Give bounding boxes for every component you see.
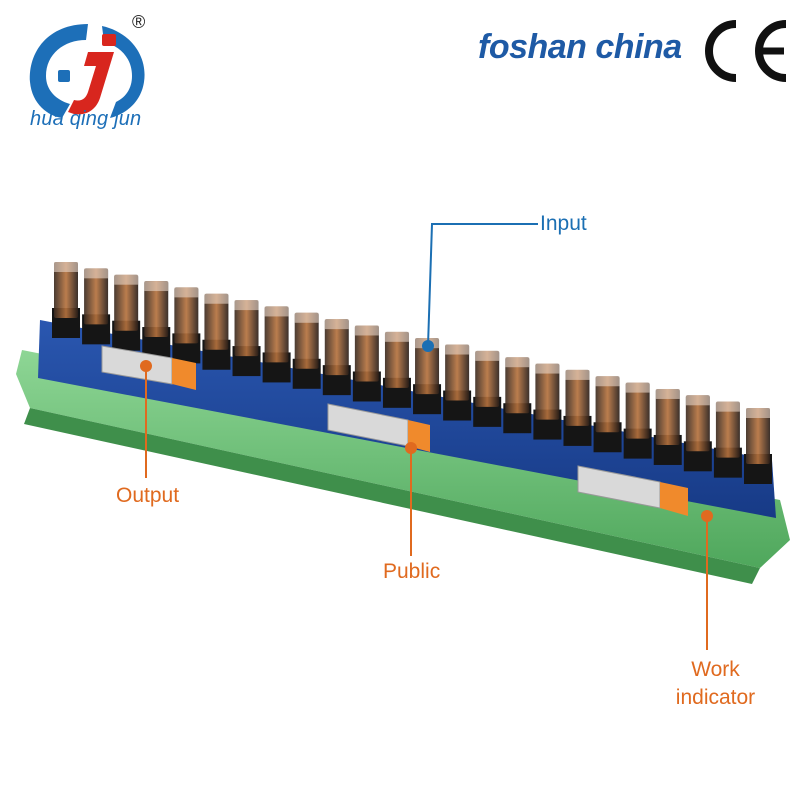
callout-public-label: Public <box>383 560 441 583</box>
relay <box>593 376 622 453</box>
callout-work-label: Work indicator <box>668 656 763 712</box>
logo-j-red <box>68 52 114 115</box>
logo-dot-red <box>102 34 116 46</box>
relay <box>653 388 682 465</box>
relay <box>112 274 141 351</box>
relay <box>503 357 532 434</box>
callout-work-line1: Work <box>691 658 740 681</box>
callout-output-label: Output <box>116 484 180 507</box>
relay <box>172 287 201 364</box>
relay <box>473 350 502 427</box>
relay <box>744 408 772 484</box>
callout-output-line <box>140 360 152 478</box>
relay <box>683 395 712 472</box>
callout-input-line <box>422 223 538 352</box>
terminal-block-work <box>577 465 688 516</box>
relay <box>82 268 111 345</box>
relay <box>533 363 562 440</box>
logo-arc-outer <box>29 24 88 118</box>
callout-public-line <box>405 442 417 556</box>
relay <box>713 401 742 478</box>
relay <box>232 300 261 377</box>
relay <box>352 325 381 402</box>
logo-arc-right <box>102 26 145 118</box>
logo-dot-blue <box>58 70 70 82</box>
callout-work-line <box>701 510 713 650</box>
brand-location: foshan china <box>478 28 682 66</box>
relay <box>382 331 411 408</box>
relay-row <box>52 262 772 484</box>
brand-name: hua qing jun <box>30 108 142 130</box>
brand-logo <box>29 24 145 118</box>
relay <box>262 306 291 383</box>
callout-work-line2: indicator <box>675 686 756 709</box>
relay <box>142 281 171 358</box>
relay <box>52 262 80 338</box>
relay <box>563 369 592 446</box>
ce-mark-icon <box>705 20 787 82</box>
relay <box>202 293 231 370</box>
registered-mark: ® <box>132 12 146 32</box>
callout-input-label: Input <box>540 212 587 235</box>
relay <box>322 319 351 396</box>
terminal-block-output <box>101 345 196 390</box>
relay <box>443 344 472 421</box>
relay <box>292 312 321 389</box>
relay <box>623 382 652 459</box>
